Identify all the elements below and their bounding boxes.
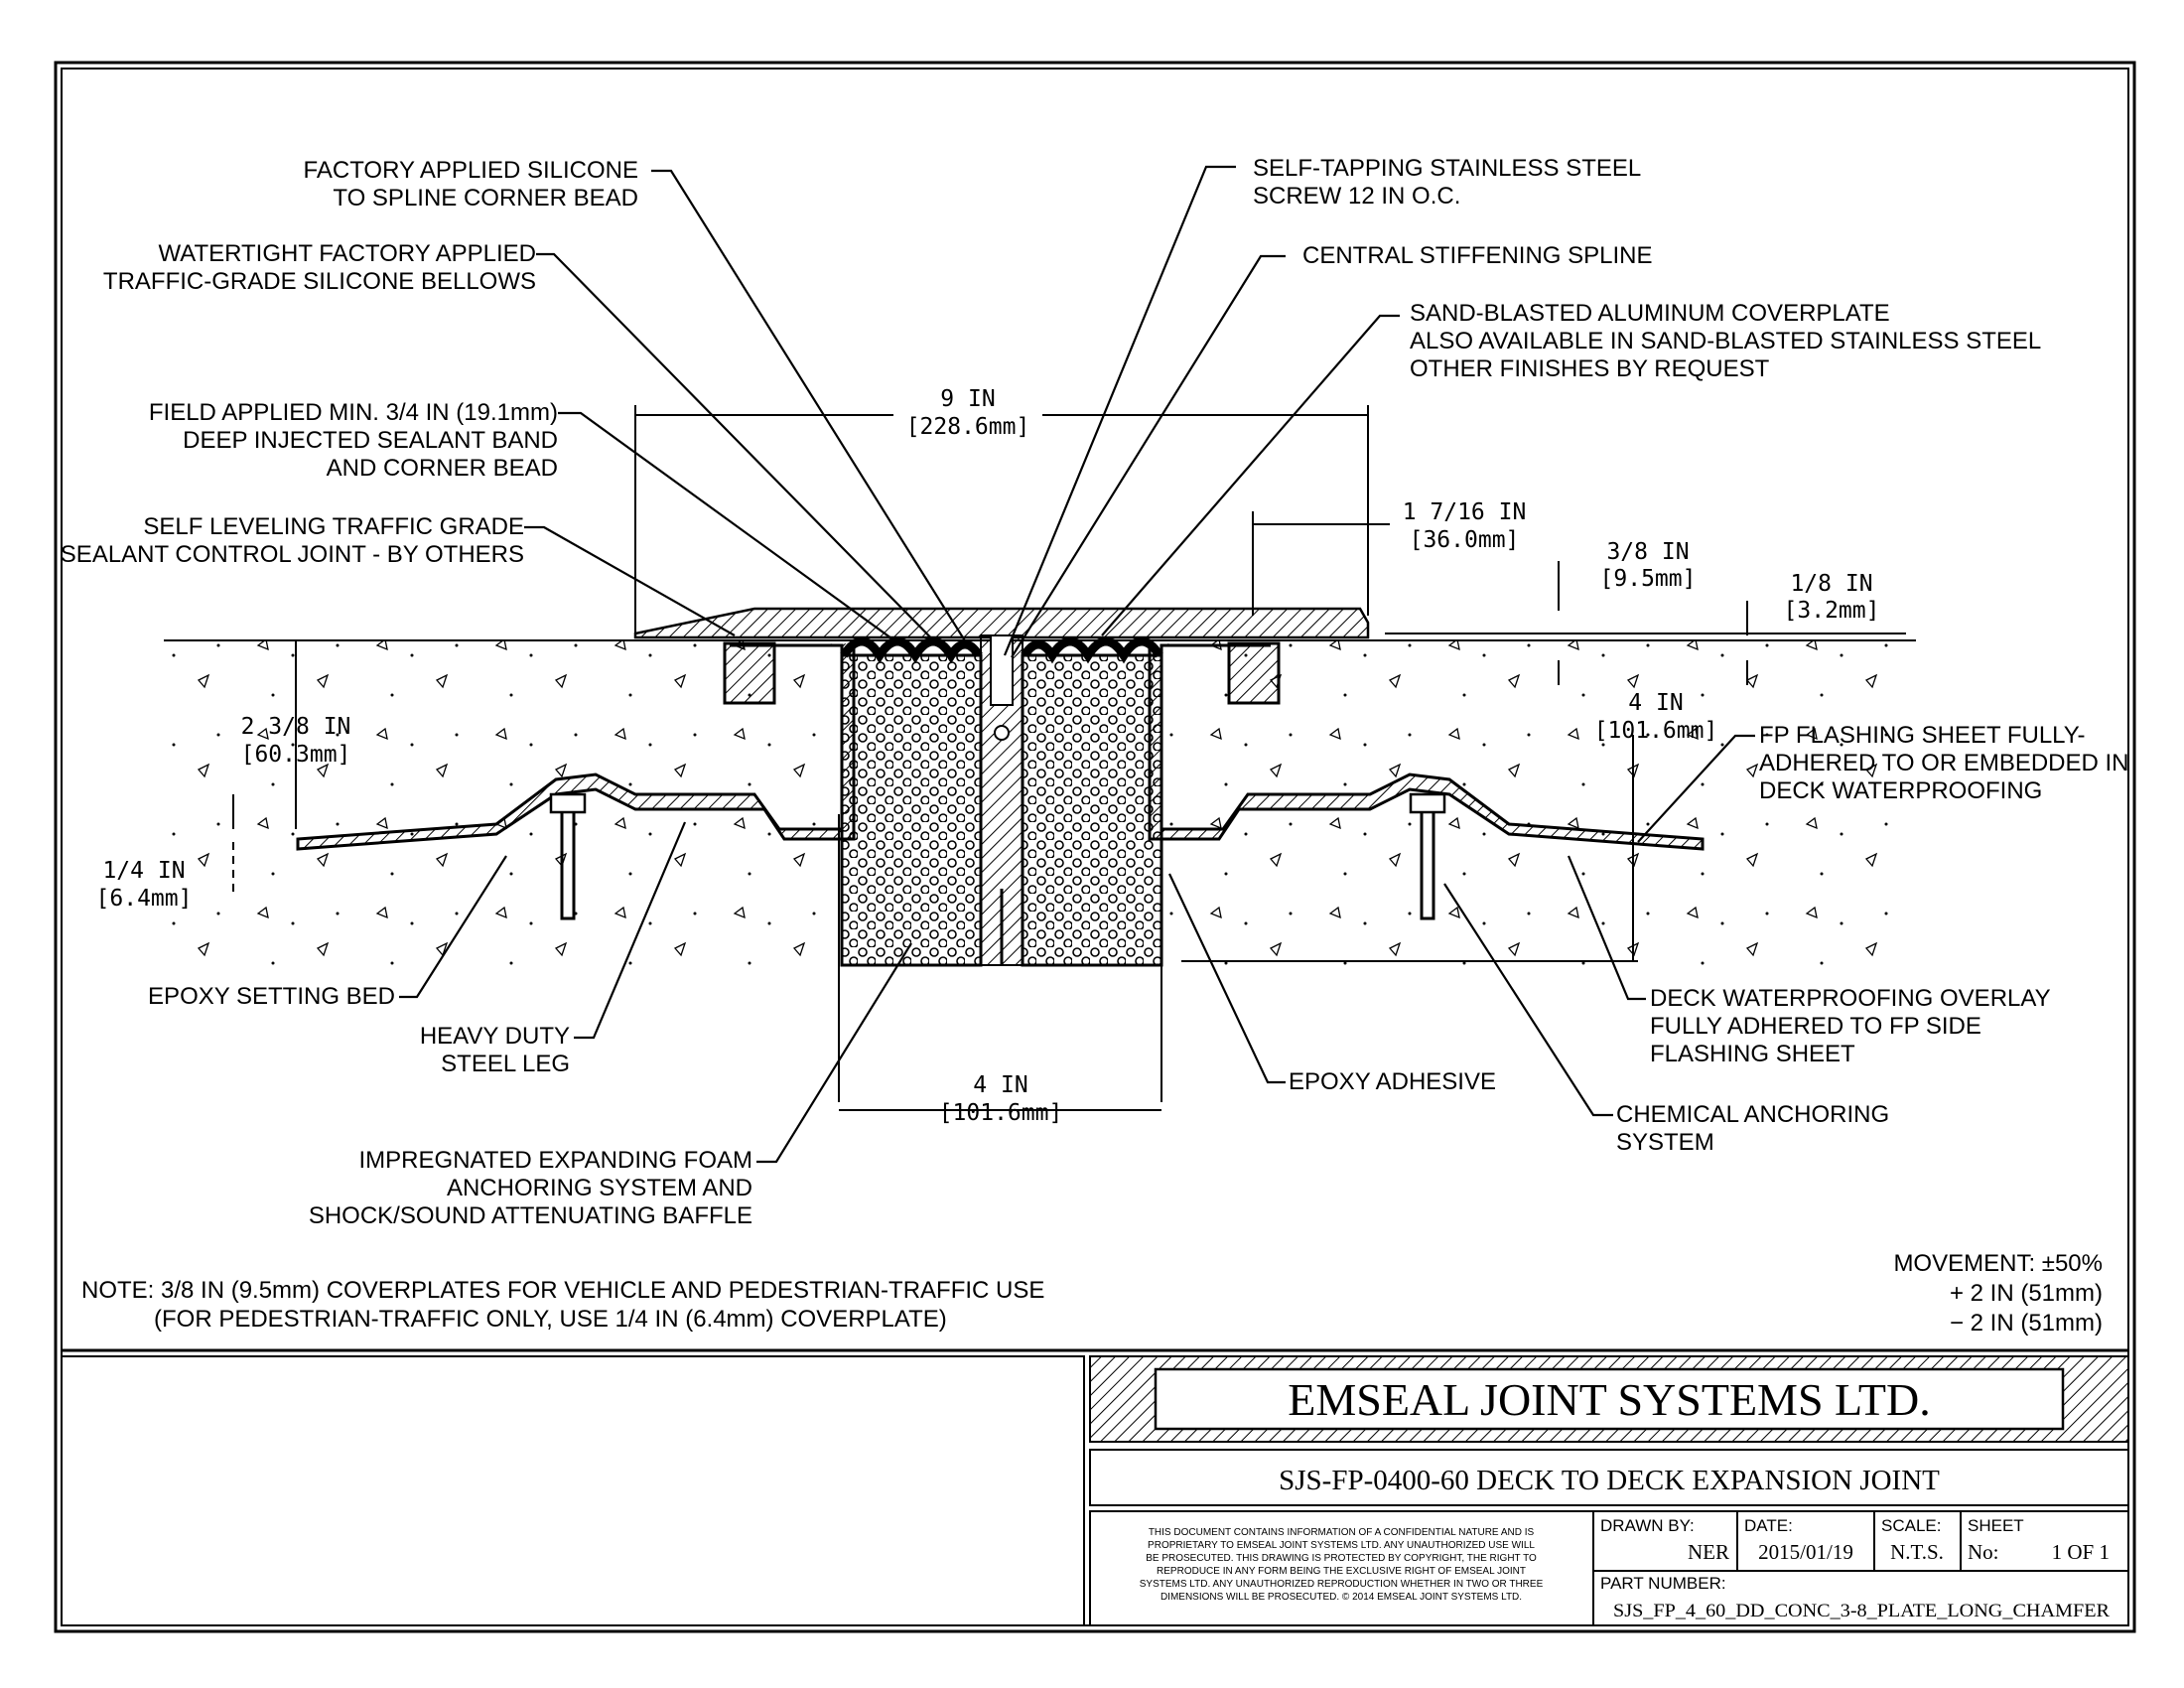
disclaimer-line-6: DIMENSIONS WILL BE PROSECUTED. © 2014 EM… — [1160, 1592, 1522, 1603]
silicone-bellows — [840, 636, 1163, 664]
callout-anchoring-2: SYSTEM — [1616, 1129, 1714, 1156]
dim-offset-in: 1 7/16 IN — [1403, 499, 1527, 525]
dim-bed-in: 1/4 IN — [102, 858, 185, 884]
dim-plate-mm: [9.5mm] — [1600, 566, 1697, 592]
callout-silicone-spline-2: TO SPLINE CORNER BEAD — [333, 185, 638, 211]
callout-flashing-2: ADHERED TO OR EMBEDDED IN — [1759, 750, 2129, 776]
dim-depth-in: 4 IN — [1628, 690, 1683, 716]
movement-line-2: + 2 IN (51mm) — [1950, 1280, 2103, 1307]
callout-spline: CENTRAL STIFFENING SPLINE — [1302, 242, 1653, 269]
part-number-label: PART NUMBER: — [1600, 1574, 1726, 1593]
callout-watertight-2: TRAFFIC-GRADE SILICONE BELLOWS — [103, 268, 536, 295]
callout-field-applied-3: AND CORNER BEAD — [327, 455, 558, 482]
steel-leg-left — [296, 643, 856, 851]
dim-width-mm: [228.6mm] — [906, 414, 1030, 440]
dim-chamfer-mm: [3.2mm] — [1784, 598, 1880, 624]
disclaimer-line-2: PROPRIETARY TO EMSEAL JOINT SYSTEMS LTD.… — [1148, 1540, 1535, 1551]
callout-coverplate-2: ALSO AVAILABLE IN SAND-BLASTED STAINLESS… — [1410, 328, 2041, 354]
drawn-by: NER — [1688, 1540, 1729, 1564]
steel-leg-right — [1148, 643, 1705, 851]
movement-line-1: MOVEMENT: ±50% — [1893, 1250, 2103, 1277]
callout-field-applied-2: DEEP INJECTED SEALANT BAND — [183, 427, 558, 454]
company-name: EMSEAL JOINT SYSTEMS LTD. — [1288, 1374, 1930, 1425]
disclaimer-line-5: SYSTEMS LTD. ANY UNAUTHORIZED REPRODUCTI… — [1140, 1579, 1544, 1590]
sheet-no-label: No: — [1968, 1540, 1999, 1564]
outer-border — [54, 61, 2136, 1633]
callout-epoxy-bed: EPOXY SETTING BED — [148, 983, 395, 1010]
callout-coverplate-3: OTHER FINISHES BY REQUEST — [1410, 355, 1770, 382]
drawing-title: SJS-FP-0400-60 DECK TO DECK EXPANSION JO… — [1279, 1465, 1940, 1496]
callout-silicone-spline-1: FACTORY APPLIED SILICONE — [304, 157, 638, 184]
foam-block-right — [1021, 653, 1163, 967]
self-tapping-screw — [990, 634, 1014, 706]
scale: N.T.S. — [1890, 1540, 1944, 1564]
callout-self-leveling-1: SELF LEVELING TRAFFIC GRADE — [143, 513, 524, 540]
disclaimer-line-3: BE PROSECUTED. THIS DRAWING IS PROTECTED… — [1146, 1553, 1537, 1564]
callout-flashing-3: DECK WATERPROOFING — [1759, 777, 2042, 804]
callout-overlay-3: FLASHING SHEET — [1650, 1041, 1855, 1067]
callout-self-leveling-2: SEALANT CONTROL JOINT - BY OTHERS — [61, 541, 524, 568]
callout-flashing-1: FP FLASHING SHEET FULLY- — [1759, 722, 2086, 749]
note-line-2: (FOR PEDESTRIAN-TRAFFIC ONLY, USE 1/4 IN… — [154, 1306, 947, 1333]
dim-gap-in: 4 IN — [973, 1072, 1027, 1098]
dim-width-in: 9 IN — [940, 386, 995, 412]
disclaimer-line-1: THIS DOCUMENT CONTAINS INFORMATION OF A … — [1149, 1527, 1535, 1538]
dim-offset-mm: [36.0mm] — [1410, 527, 1520, 553]
scale-label: SCALE: — [1881, 1516, 1941, 1535]
callout-overlay-2: FULLY ADHERED TO FP SIDE — [1650, 1013, 1981, 1040]
dim-chamfer-in: 1/8 IN — [1790, 571, 1872, 597]
screw-head — [994, 725, 1010, 741]
dim-plate-in: 3/8 IN — [1606, 539, 1689, 565]
title-block — [61, 1348, 2129, 1626]
date-label: DATE: — [1744, 1516, 1793, 1535]
callout-screw-2: SCREW 12 IN O.C. — [1253, 183, 1460, 210]
callout-steel-leg-2: STEEL LEG — [441, 1051, 570, 1077]
note-line-1: NOTE: 3/8 IN (9.5mm) COVERPLATES FOR VEH… — [81, 1277, 1044, 1304]
callout-foam-3: SHOCK/SOUND ATTENUATING BAFFLE — [309, 1202, 752, 1229]
dim-bed-mm: [6.4mm] — [96, 886, 193, 912]
callout-screw-1: SELF-TAPPING STAINLESS STEEL — [1253, 155, 1641, 182]
coverplate — [633, 607, 1370, 639]
callout-foam-2: ANCHORING SYSTEM AND — [447, 1175, 752, 1201]
callout-watertight-1: WATERTIGHT FACTORY APPLIED — [158, 240, 536, 267]
dim-gap-mm: [101.6mm] — [939, 1100, 1063, 1126]
callout-foam-1: IMPREGNATED EXPANDING FOAM — [359, 1147, 752, 1174]
dim-leg-mm: [60.3mm] — [241, 742, 351, 768]
callout-anchoring-1: CHEMICAL ANCHORING — [1616, 1101, 1889, 1128]
disclaimer-line-4: REPRODUCE IN ANY FORM BEING THE EXCLUSIV… — [1157, 1566, 1526, 1577]
callout-field-applied-1: FIELD APPLIED MIN. 3/4 IN (19.1mm) — [149, 399, 558, 426]
callout-overlay-1: DECK WATERPROOFING OVERLAY — [1650, 985, 2051, 1012]
drawn-by-label: DRAWN BY: — [1600, 1516, 1695, 1535]
foam-block-left — [840, 653, 983, 967]
callout-coverplate-1: SAND-BLASTED ALUMINUM COVERPLATE — [1410, 300, 1890, 327]
part-number: SJS_FP_4_60_DD_CONC_3-8_PLATE_LONG_CHAMF… — [1613, 1601, 2110, 1621]
sheet-label: SHEET — [1968, 1516, 2024, 1535]
dimension-lines — [232, 405, 1906, 1111]
movement-line-3: − 2 IN (51mm) — [1950, 1310, 2103, 1336]
dim-depth-mm: [101.6mm] — [1594, 718, 1718, 744]
dim-leg-in: 2 3/8 IN — [241, 714, 351, 740]
callout-epoxy-adhesive: EPOXY ADHESIVE — [1289, 1068, 1496, 1095]
callout-steel-leg-1: HEAVY DUTY — [420, 1023, 570, 1050]
date: 2015/01/19 — [1758, 1540, 1853, 1564]
leader-lines — [399, 165, 1755, 1164]
sheet-no: 1 OF 1 — [2052, 1540, 2110, 1564]
